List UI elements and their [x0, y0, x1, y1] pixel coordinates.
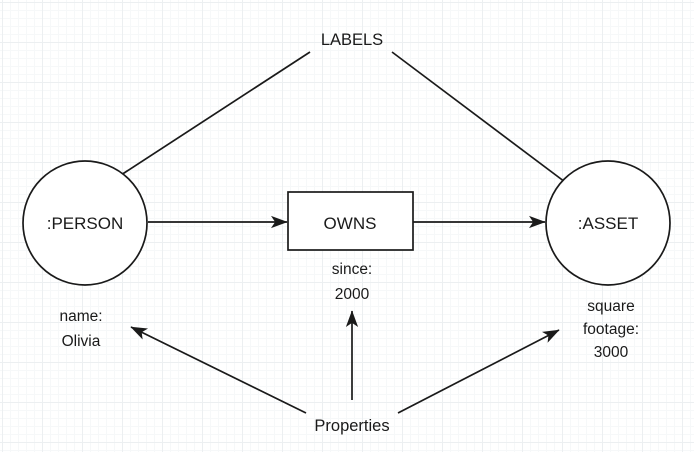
labels-annotation-text: LABELS: [321, 31, 383, 49]
labels-to-person-arrow: [100, 51, 311, 189]
node-person-label: :PERSON: [47, 214, 124, 233]
property-person-value: Olivia: [62, 333, 101, 350]
property-person-key: name:: [59, 308, 102, 325]
node-asset-label: :ASSET: [578, 214, 638, 233]
property-owns-value: 2000: [335, 286, 370, 303]
properties-to-name-arrow: [130, 326, 307, 414]
node-person-circle[interactable]: [22, 160, 148, 286]
node-asset-circle[interactable]: [545, 160, 671, 286]
relationship-owns-box[interactable]: [287, 191, 414, 251]
property-asset-key-line1: square: [587, 298, 634, 315]
property-asset-value: 3000: [594, 344, 629, 361]
relationship-owns-label: OWNS: [324, 214, 377, 233]
properties-to-footage-arrow: [397, 329, 560, 414]
property-owns-key: since:: [332, 261, 373, 278]
property-asset-key-line2: footage:: [583, 321, 639, 338]
properties-annotation-text: Properties: [314, 417, 389, 435]
labels-to-asset-arrow: [391, 51, 590, 201]
